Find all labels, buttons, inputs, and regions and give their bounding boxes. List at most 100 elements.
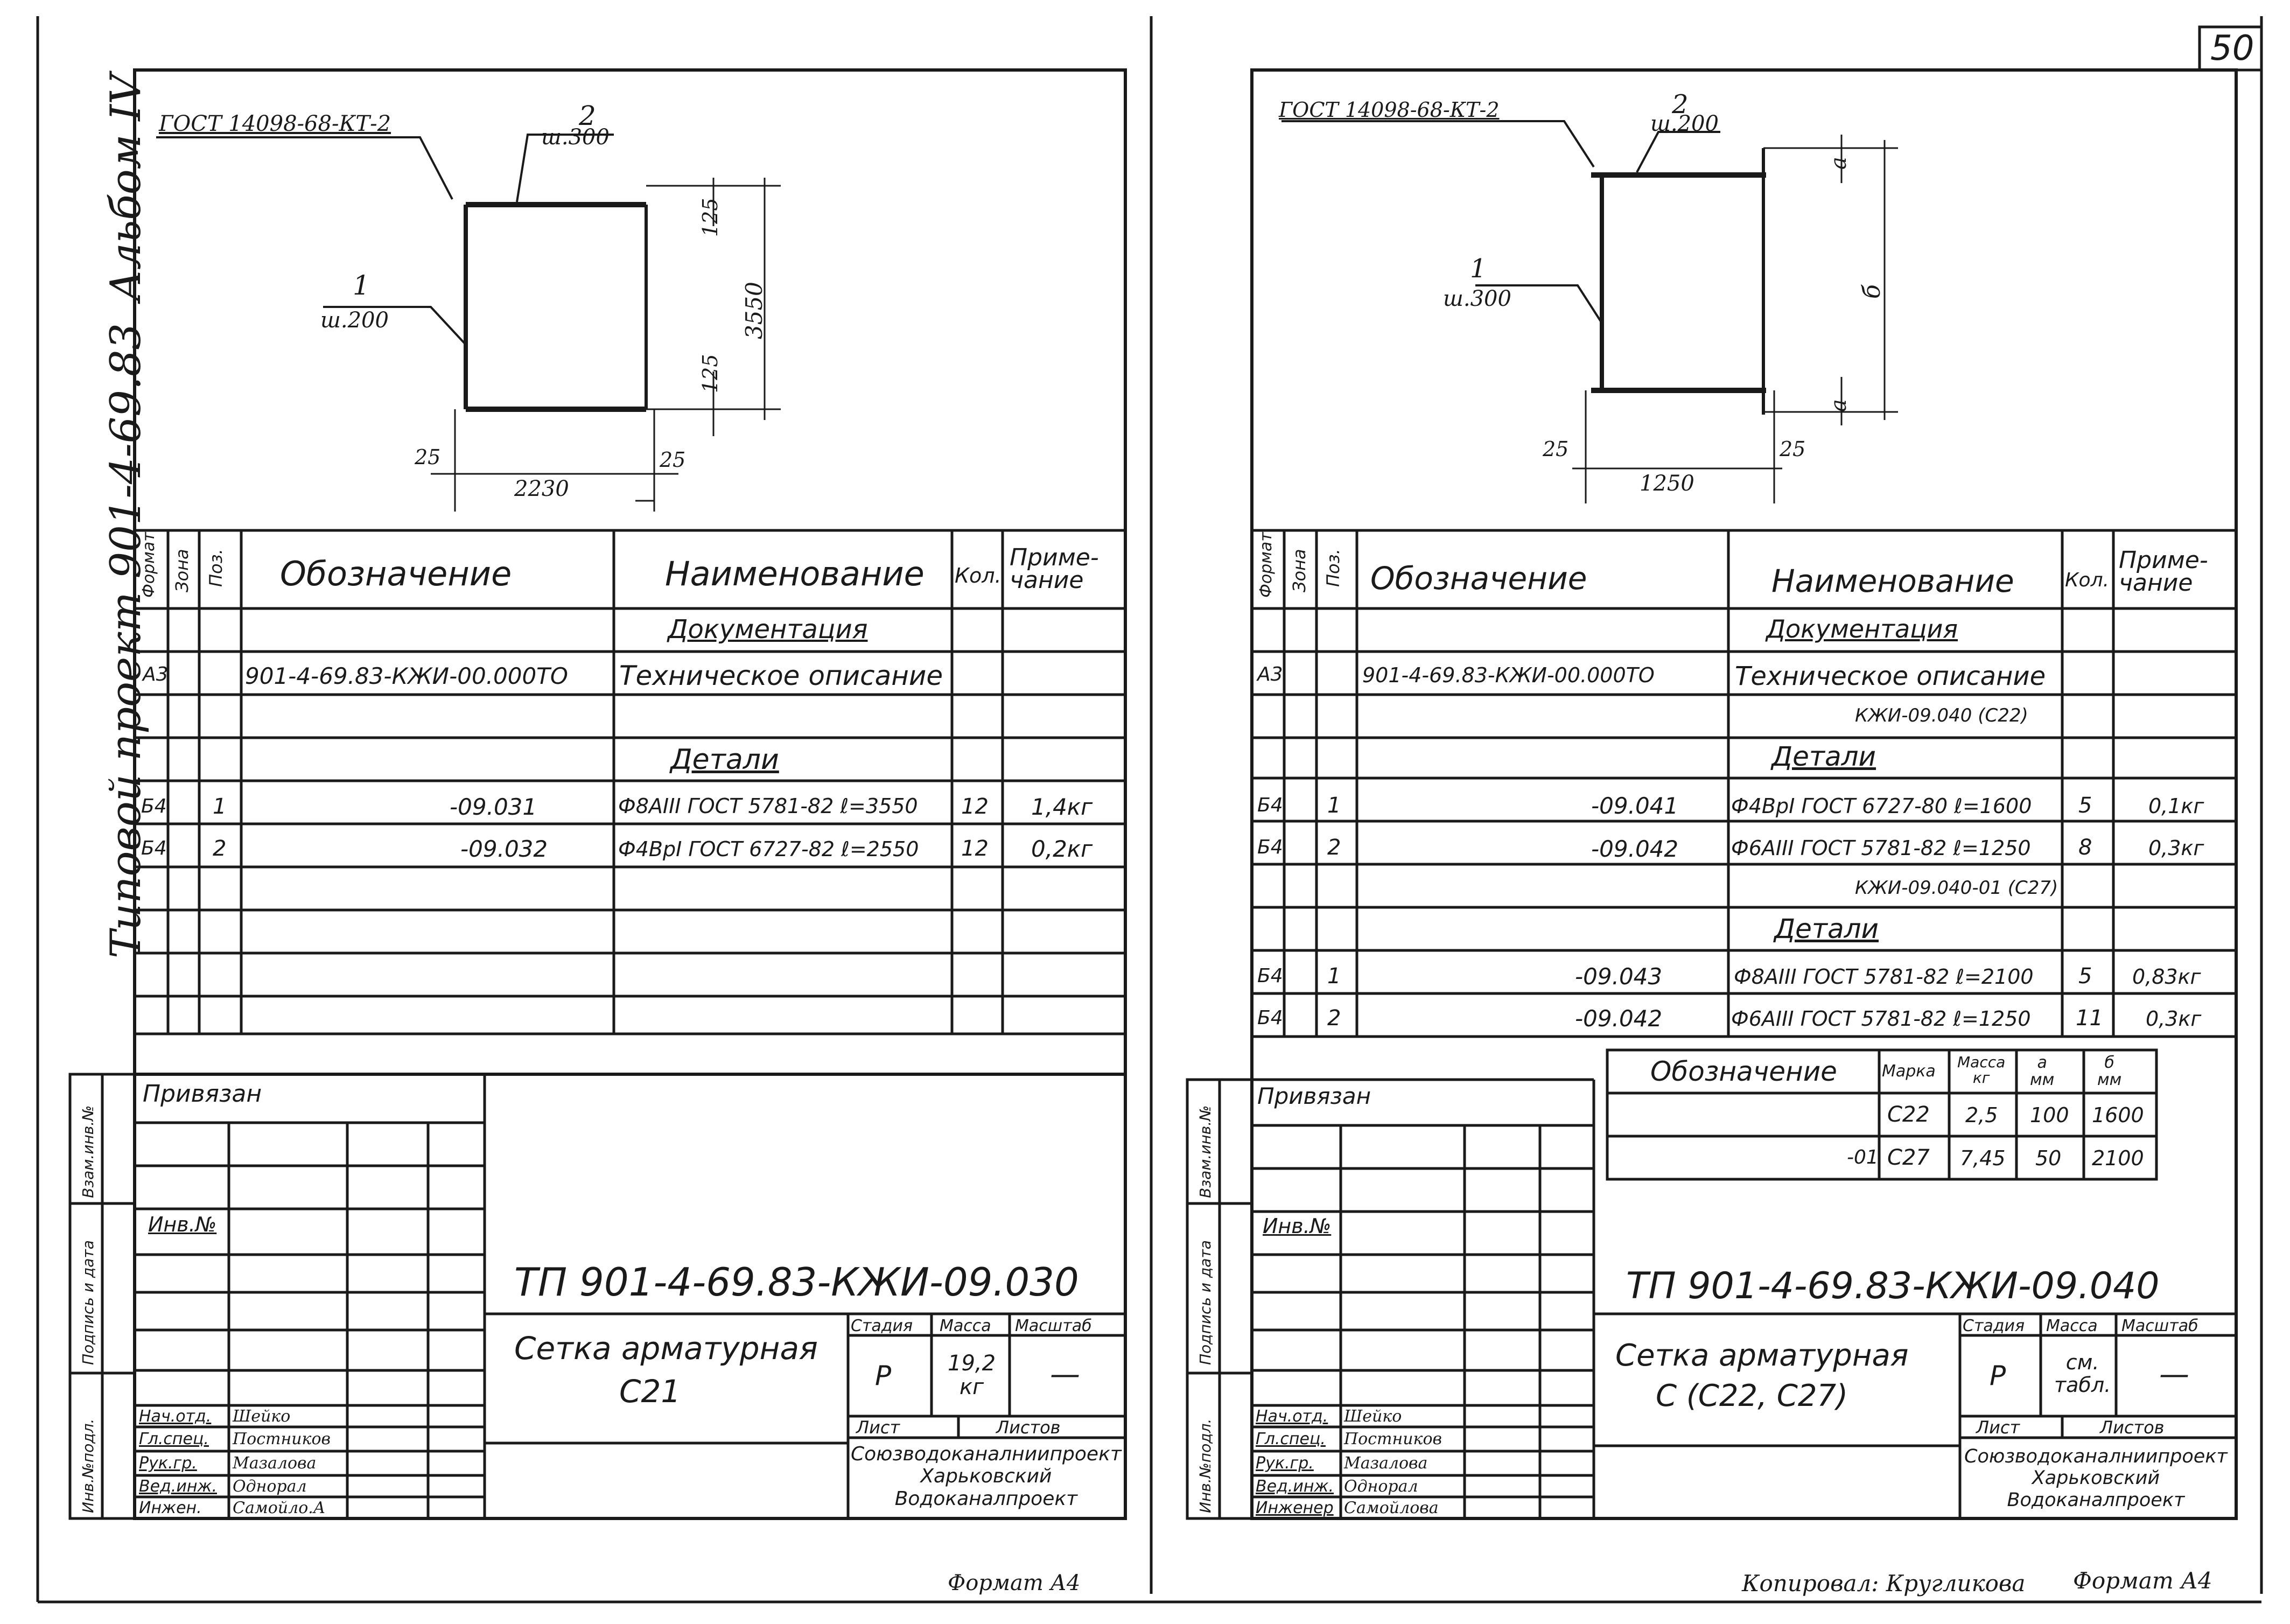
right-org: Союзводоканалниипроект Харьковский Водок… <box>1964 1446 2228 1511</box>
left-hdr-zone: Зона <box>172 549 192 592</box>
right-mesh-drawing <box>1281 120 1898 503</box>
right-title-name-1: Сетка арматурная <box>1615 1338 1909 1373</box>
right-inv-no: Инв.№ <box>1263 1214 1332 1238</box>
right-row2-name: Техническое описание <box>1735 661 2046 691</box>
left-sig-name-3: Мазалова <box>233 1454 317 1473</box>
right-dim-1250: 1250 <box>1640 471 1694 496</box>
right-scale-value: — <box>2159 1357 2189 1392</box>
variants-r2-mass: 7,45 <box>1960 1146 2006 1170</box>
left-row2-name: Техническое описание <box>619 660 943 691</box>
left-sig-role-5: Инжен. <box>139 1499 202 1517</box>
left-side-inv-vzam: Взам.инв.№ <box>79 1105 97 1198</box>
variants-r1-b: 1600 <box>2092 1103 2144 1127</box>
variants-r1-a: 100 <box>2030 1103 2069 1127</box>
right-row10-name: Ф6АIII ГОСТ 5781-82 ℓ=1250 <box>1731 1007 2031 1031</box>
right-side-inv-vzam: Взам.инв.№ <box>1196 1105 1214 1198</box>
left-dim-25-left: 25 <box>415 445 441 469</box>
left-row2-designation: 901-4-69.83-КЖИ-00.000ТО <box>245 663 568 689</box>
right-row10-note: 0,3кг <box>2146 1007 2202 1031</box>
variants-hdr-b: б мм <box>2097 1053 2122 1089</box>
left-mass-header: Масса <box>940 1317 991 1335</box>
right-hdr-zone: Зона <box>1289 549 1309 592</box>
right-row10-format: Б4 <box>1257 1007 1283 1029</box>
left-mesh-drawing <box>156 134 781 512</box>
left-sig-role-3: Рук.гр. <box>139 1454 197 1473</box>
left-org: Союзводоканалниипроект Харьковский Водок… <box>851 1443 1122 1510</box>
left-title-code: ТП 901-4-69.83-КЖИ-09.030 <box>514 1259 1079 1305</box>
right-row9-name: Ф8АIII ГОСТ 5781-82 ℓ=2100 <box>1734 965 2034 989</box>
right-sig-name-4: Однорал <box>1344 1477 1418 1496</box>
left-sheet-label: Лист <box>856 1417 900 1438</box>
left-dim-3550: 3550 <box>741 282 767 339</box>
right-pos2-num: 2 <box>1672 89 1689 120</box>
right-row9-format: Б4 <box>1257 965 1283 987</box>
left-sig-name-5: Самойло.А <box>233 1499 326 1517</box>
left-sig-name-2: Постников <box>233 1430 331 1448</box>
right-hdr-note: Приме- чание <box>2119 547 2208 597</box>
right-row10-pos: 2 <box>1327 1006 1341 1031</box>
right-sig-role-1: Нач.отд. <box>1256 1407 1328 1426</box>
album-label: Альбом IV <box>102 74 150 302</box>
left-row5-designation: -09.032 <box>460 836 548 862</box>
right-row9-note: 0,83кг <box>2132 965 2201 989</box>
left-scale-header: Масштаб <box>1015 1317 1092 1335</box>
right-sig-role-4: Вед.инж. <box>1256 1477 1334 1496</box>
left-sheets-label: Листов <box>996 1417 1061 1438</box>
left-row5-note: 0,2кг <box>1031 836 1093 862</box>
left-row2-format: А3 <box>143 663 169 685</box>
left-side-sign-date: Подпись и дата <box>79 1240 97 1365</box>
left-stage-header: Стадия <box>851 1317 913 1335</box>
left-row4-pos: 1 <box>213 794 227 819</box>
right-side-sign-date: Подпись и дата <box>1196 1240 1214 1365</box>
right-privyazan: Привязан <box>1257 1083 1371 1109</box>
left-dim-125-bottom: 125 <box>698 354 722 393</box>
right-sig-role-3: Рук.гр. <box>1256 1454 1314 1473</box>
copied-by: Копировал: Кругликова <box>1742 1570 2026 1597</box>
right-row6-designation: -09.042 <box>1591 836 1679 862</box>
right-dim-a-top: а <box>1826 157 1851 170</box>
right-scale-header: Масштаб <box>2121 1317 2198 1335</box>
variants-r2-b: 2100 <box>2092 1146 2144 1170</box>
right-row5-format: Б4 <box>1257 794 1283 816</box>
left-hdr-name: Наименование <box>665 554 925 593</box>
left-hdr-qty: Кол. <box>955 564 1002 587</box>
page-number: 50 <box>2210 29 2254 68</box>
left-scale-value: — <box>1050 1357 1080 1392</box>
variants-hdr-designation: Обозначение <box>1650 1056 1837 1087</box>
variants-r1-mass: 2,5 <box>1965 1103 1998 1127</box>
left-dim-25-right: 25 <box>660 448 686 472</box>
left-side-inv-podl: Инв.№подл. <box>79 1418 97 1513</box>
left-row4-format: Б4 <box>141 795 167 817</box>
left-sig-name-4: Однорал <box>233 1477 307 1496</box>
left-format-footer: Формат А4 <box>948 1571 1081 1595</box>
right-hdr-designation: Обозначение <box>1370 560 1587 597</box>
left-row4-qty: 12 <box>961 794 989 819</box>
left-mass-value: 19,2 кг <box>948 1351 996 1399</box>
right-row-doc-heading: Документация <box>1766 614 1958 643</box>
right-hdr-pos: Поз. <box>1323 549 1343 587</box>
left-hdr-designation: Обозначение <box>280 554 512 593</box>
right-sheets-label: Листов <box>2100 1417 2165 1438</box>
left-gost-label: ГОСТ 14098-68-КТ-2 <box>159 111 391 136</box>
left-sig-role-1: Нач.отд. <box>139 1407 212 1426</box>
right-row5-designation: -09.041 <box>1591 793 1679 819</box>
left-privyazan: Привязан <box>143 1080 262 1108</box>
right-row9-qty: 5 <box>2078 964 2092 989</box>
right-pos1-step: ш.300 <box>1443 286 1511 311</box>
left-row-details-heading: Детали <box>670 744 779 776</box>
right-row9-designation: -09.043 <box>1575 963 1663 990</box>
right-pos2-step: ш.200 <box>1650 111 1719 136</box>
left-stage-value: Р <box>875 1360 892 1391</box>
right-row2-format: А3 <box>1257 663 1283 685</box>
left-title-name-2: С21 <box>619 1373 681 1410</box>
left-sig-role-2: Гл.спец. <box>139 1430 209 1448</box>
right-pos1-num: 1 <box>1470 254 1487 284</box>
left-inv-no: Инв.№ <box>148 1213 217 1236</box>
left-hdr-format: Формат <box>139 532 158 598</box>
right-row5-note: 0,1кг <box>2148 794 2204 818</box>
left-row4-designation: -09.031 <box>450 794 537 820</box>
right-row6-format: Б4 <box>1257 836 1283 858</box>
right-row6-qty: 8 <box>2078 835 2092 860</box>
left-hdr-pos: Поз. <box>206 549 226 587</box>
right-row9-pos: 1 <box>1327 964 1341 989</box>
